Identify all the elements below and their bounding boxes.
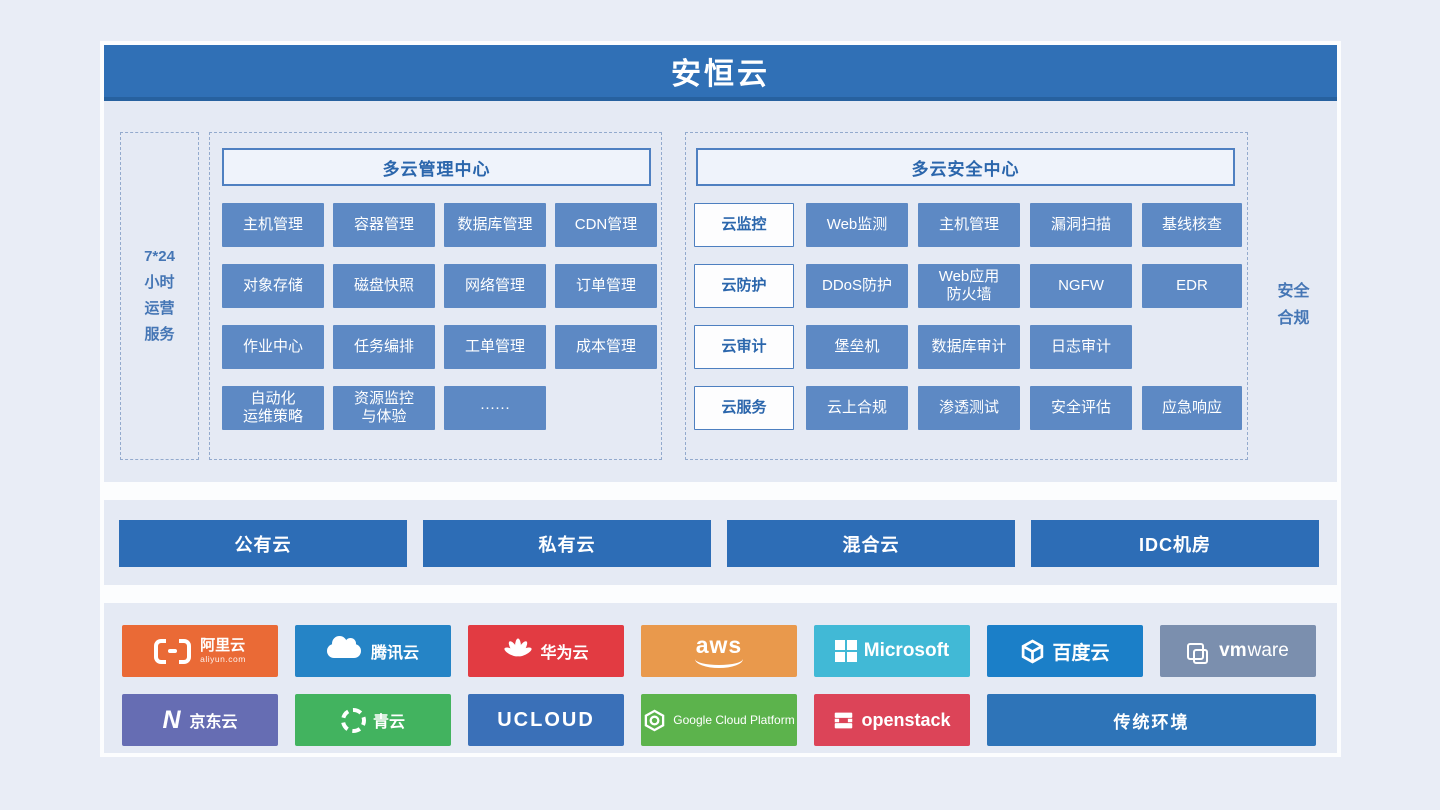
security-module: 应急响应 (1142, 386, 1242, 430)
security-module: Web监测 (806, 203, 908, 247)
mgmt-module-ellipsis: ······ (444, 386, 546, 430)
vendor-tile-huawei: 华为云 (468, 625, 624, 677)
security-category: 云监控 (694, 203, 794, 247)
mgmt-module: 作业中心 (222, 325, 324, 369)
security-center-title: 多云安全中心 (696, 148, 1235, 186)
vendor-tile-openstack: openstack (814, 694, 970, 746)
page-title: 安恒云 (671, 58, 770, 91)
cloud-platform-section: 7*24 小时 运营 服务 多云管理中心 主机管理 容器管理 数据库管理 CDN… (104, 101, 1337, 482)
security-module: 渗透测试 (918, 386, 1020, 430)
vendor-tile-qingcloud: 青云 (295, 694, 451, 746)
security-module: EDR (1142, 264, 1242, 308)
compliance-label: 安全 合规 (1250, 278, 1337, 332)
management-center-box: 多云管理中心 主机管理 容器管理 数据库管理 CDN管理 对象存储 磁盘快照 网… (209, 132, 662, 460)
security-module: 主机管理 (918, 203, 1020, 247)
ops-line: 小时 (144, 274, 175, 291)
security-module: Web应用 防火墙 (918, 264, 1020, 308)
ops-line: 服务 (144, 326, 175, 343)
vendor-tile-baidu: 百度云 (987, 625, 1143, 677)
security-module: 数据库审计 (918, 325, 1020, 369)
vmware-boxes-icon (1187, 642, 1209, 664)
infra-hybrid-cloud: 混合云 (727, 520, 1015, 567)
mgmt-module: 任务编排 (333, 325, 435, 369)
qingcloud-ring-icon (340, 707, 366, 733)
vendor-tile-jdcloud: N 京东云 (122, 694, 278, 746)
compliance-line: 合规 (1277, 310, 1310, 327)
mgmt-module: 工单管理 (444, 325, 546, 369)
openstack-bracket-icon (835, 712, 853, 728)
mgmt-module: 网络管理 (444, 264, 546, 308)
huawei-flower-icon (504, 638, 533, 657)
security-module: 安全评估 (1030, 386, 1132, 430)
security-module: NGFW (1030, 264, 1132, 308)
vendor-tile-tencent: 腾讯云 (295, 625, 451, 677)
security-module: 漏洞扫描 (1030, 203, 1132, 247)
security-category: 云服务 (694, 386, 794, 430)
aliyun-brackets-icon (154, 638, 192, 664)
microsoft-window-icon (834, 640, 857, 662)
gcp-hexagon-icon (645, 709, 665, 731)
security-category: 云防护 (694, 264, 794, 308)
mgmt-module: 数据库管理 (444, 203, 546, 247)
ops-line: 7*24 (144, 248, 175, 265)
security-module: 云上合规 (806, 386, 908, 430)
security-module: 堡垒机 (806, 325, 908, 369)
vendors-section: 阿里云 aliyun.com 腾讯云 华为云 aws (104, 603, 1337, 753)
vendor-tile-gcp: Google Cloud Platform (641, 694, 797, 746)
mgmt-module: 磁盘快照 (333, 264, 435, 308)
mgmt-module: 主机管理 (222, 203, 324, 247)
security-center-box: 多云安全中心 云监控 Web监测 主机管理 漏洞扫描 基线核查 云防护 DDoS… (685, 132, 1248, 460)
security-module: 日志审计 (1030, 325, 1132, 369)
ops-service-box: 7*24 小时 运营 服务 (120, 132, 199, 460)
cloud-icon (326, 636, 361, 658)
security-module: DDoS防护 (806, 264, 908, 308)
vendor-tile-ucloud: UCLOUD (468, 694, 624, 746)
ops-line: 运营 (144, 300, 175, 317)
security-module: 基线核查 (1142, 203, 1242, 247)
mgmt-module: 成本管理 (555, 325, 657, 369)
aws-smile-icon (695, 655, 743, 668)
app-header: 安恒云 (104, 45, 1337, 101)
mgmt-module: 对象存储 (222, 264, 324, 308)
vendor-tile-aliyun: 阿里云 aliyun.com (122, 625, 278, 677)
jd-logo-icon: N (162, 705, 181, 734)
vendor-tile-microsoft: Microsoft (814, 625, 970, 677)
ops-service-label: 7*24 小时 运营 服务 (144, 244, 175, 348)
vendor-tile-aws: aws (641, 625, 797, 677)
vendor-tile-traditional: 传统环境 (987, 694, 1316, 746)
infra-private-cloud: 私有云 (423, 520, 711, 567)
compliance-line: 安全 (1277, 283, 1310, 300)
infrastructure-section: 公有云 私有云 混合云 IDC机房 (104, 500, 1337, 585)
mgmt-module: 容器管理 (333, 203, 435, 247)
baidu-cube-icon (1022, 639, 1044, 663)
mgmt-module: CDN管理 (555, 203, 657, 247)
mgmt-module: 资源监控 与体验 (333, 386, 435, 430)
infra-idc: IDC机房 (1031, 520, 1319, 567)
management-center-title: 多云管理中心 (222, 148, 651, 186)
security-category: 云审计 (694, 325, 794, 369)
mgmt-module: 订单管理 (555, 264, 657, 308)
infra-public-cloud: 公有云 (119, 520, 407, 567)
mgmt-module: 自动化 运维策略 (222, 386, 324, 430)
